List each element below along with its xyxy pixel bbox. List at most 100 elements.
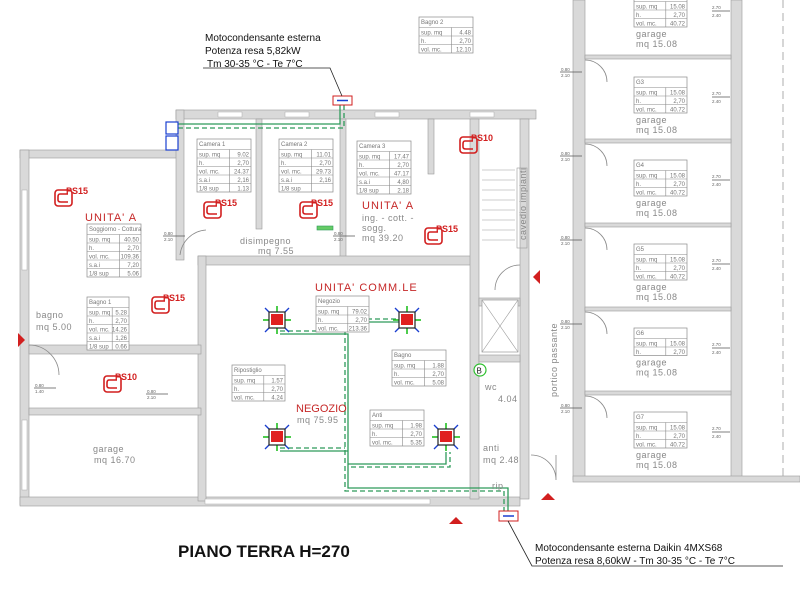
- room-table-value: 1.98: [410, 424, 422, 430]
- height-label: 0.80: [561, 403, 570, 408]
- callout-line: Potenza resa 8,60kW - Tm 30-35 °C - Te 7…: [535, 556, 735, 567]
- room-table-key: vol. mc.: [421, 48, 442, 54]
- room-area: mq 5.00: [36, 322, 72, 332]
- room-table-value: 2,70: [673, 13, 685, 19]
- room-table-value: 40.72: [670, 108, 686, 114]
- room-table-title: Bagno 1: [89, 300, 112, 306]
- room-table-key: sup. mq: [636, 258, 657, 264]
- room-table-key: vol. mc.: [636, 275, 657, 281]
- garage-label: garage: [636, 198, 667, 208]
- height-label: 0.80: [147, 389, 156, 394]
- height-label: 2.10: [334, 237, 343, 242]
- garage-label: garage: [636, 115, 667, 125]
- room-area: mq 39.20: [362, 233, 404, 243]
- garage-area: mq 15.08: [636, 125, 678, 135]
- room-table-value: 5.28: [115, 311, 127, 317]
- room-table-key: vol. mc.: [372, 441, 393, 447]
- height-label: 2.10: [147, 395, 156, 400]
- height-label: 1.40: [35, 389, 44, 394]
- room-table-key: 1/8 sup: [89, 345, 109, 351]
- room-table-value: 79.02: [352, 310, 368, 316]
- callout-line: Motocondensante esterna Daikin 4MXS68: [535, 543, 723, 554]
- room-table-key: h.: [234, 387, 239, 393]
- towel-heater: PS15: [54, 186, 88, 207]
- room-table-key: vol. mc.: [359, 172, 380, 178]
- height-label: 2.40: [712, 182, 721, 187]
- room-table-title: G3: [636, 80, 645, 86]
- entrance-markers: [18, 270, 555, 524]
- room-table-key: sup. mq: [636, 91, 657, 97]
- room-table-title: Camera 2: [281, 142, 308, 148]
- room-table-value: 15.08: [670, 342, 686, 348]
- heater-coil-icon: [424, 227, 443, 245]
- marker-b-label: B: [477, 367, 482, 376]
- room-label: anti: [483, 443, 500, 453]
- room-table-value: 15.08: [670, 5, 686, 11]
- heater-coil-icon: [203, 201, 222, 219]
- room-table-key: s.a.i: [281, 178, 292, 184]
- height-label: 2.40: [712, 434, 721, 439]
- room-table-value: 1.57: [271, 379, 283, 385]
- room-table-key: vol. mc.: [636, 108, 657, 114]
- heater-coil-icon: [54, 189, 73, 207]
- room-table-key: vol. mc.: [234, 396, 255, 402]
- room-table-key: sup. mq: [234, 379, 255, 385]
- room-table-value: 7,20: [127, 263, 139, 269]
- room-table-title: Ripostiglio: [234, 368, 262, 374]
- room-label: sogg.: [362, 223, 387, 233]
- room-label: disimpegno: [240, 236, 291, 246]
- room-table-value: 2,70: [459, 39, 471, 45]
- room-table-value: 0.66: [115, 345, 127, 351]
- room-table-key: h.: [636, 350, 641, 356]
- height-label: 2.40: [712, 350, 721, 355]
- height-label: 2.70: [712, 426, 721, 431]
- towel-heater: PS10: [459, 133, 493, 154]
- room-table-value: 14.26: [112, 328, 128, 334]
- room-table-key: sup. mq: [89, 311, 110, 317]
- room-label: rip: [492, 481, 504, 491]
- room-table-title: G6: [636, 331, 645, 337]
- room-table-key: h.: [318, 318, 323, 324]
- room-table-title: Soggiorno - Cottura: [89, 227, 142, 233]
- height-label: 0.80: [561, 235, 570, 240]
- room-table-key: h.: [636, 13, 641, 19]
- heater-label: PS15: [163, 293, 185, 303]
- garage-area: mq 15.08: [636, 368, 678, 378]
- room-table-key: vol. mc.: [281, 170, 302, 176]
- garage-area: mq 15.08: [636, 39, 678, 49]
- room-table-key: sup. mq: [421, 31, 442, 37]
- room-table-key: s.a.i: [359, 180, 370, 186]
- room-table-value: 5.06: [127, 272, 139, 278]
- room-table-key: sup. mq: [372, 424, 393, 430]
- room-table-key: h.: [89, 319, 94, 325]
- room-table-value: 9.02: [237, 153, 249, 159]
- garage-label: garage: [636, 282, 667, 292]
- height-label: 2.40: [712, 99, 721, 104]
- callout-line: Motocondensante esterna: [205, 33, 321, 44]
- room-table-value: 2,70: [410, 432, 422, 438]
- room-table-value: 1,26: [115, 336, 127, 342]
- room-table-value: 2,16: [319, 178, 331, 184]
- room-table-key: vol. mc.: [89, 328, 110, 334]
- height-label: 2.70: [712, 91, 721, 96]
- room-table-key: s.a.i: [199, 178, 210, 184]
- room-table-key: vol. mc.: [636, 191, 657, 197]
- room-table-value: 1.88: [432, 364, 444, 370]
- room-table-value: 11.01: [316, 153, 331, 159]
- unit-a-label: UNITA' A: [85, 212, 137, 224]
- room-table-value: 15.08: [670, 174, 686, 180]
- room-table-value: 2,70: [673, 350, 685, 356]
- room-table-key: sup. mq: [394, 364, 415, 370]
- garage-area: mq 15.08: [636, 208, 678, 218]
- room-table-value: 2,70: [673, 182, 685, 188]
- heater-label: PS15: [66, 186, 88, 196]
- fan-coil-icon: [432, 423, 460, 451]
- room-table-key: sup. mq: [89, 238, 110, 244]
